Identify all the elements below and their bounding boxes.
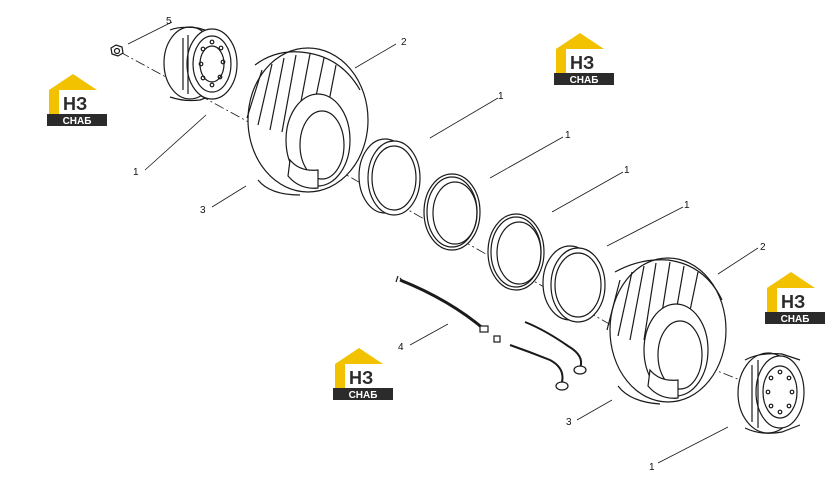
brand-logo-watermark: НЗ СНАБ	[45, 68, 109, 128]
callout-1-ring-c: 1	[624, 165, 630, 176]
svg-text:НЗ: НЗ	[781, 292, 805, 312]
svg-text:НЗ: НЗ	[570, 53, 594, 73]
brand-logo-watermark: НЗ СНАБ	[552, 27, 616, 87]
ring-3	[487, 213, 545, 291]
brand-logo-watermark: НЗ СНАБ	[331, 342, 395, 402]
svg-text:НЗ: НЗ	[349, 368, 373, 388]
rim-upper-left	[163, 26, 238, 102]
nut-part	[110, 44, 124, 57]
leader-lines	[127, 21, 759, 464]
tire-upper	[246, 47, 369, 196]
svg-text:СНАБ: СНАБ	[781, 314, 810, 325]
rim-lower-right	[737, 352, 805, 434]
brand-logo-watermark: НЗ СНАБ	[763, 266, 827, 326]
ring-4	[542, 245, 606, 323]
callout-1-ring-b: 1	[565, 130, 571, 141]
callout-5: 5	[166, 16, 172, 27]
callout-2-lower: 2	[760, 242, 766, 253]
callout-1-ring-d: 1	[684, 200, 690, 211]
svg-text:СНАБ: СНАБ	[63, 116, 92, 127]
callout-3-lower: 3	[566, 417, 572, 428]
callout-1-rim-upper: 1	[133, 167, 139, 178]
callout-1-ring-a: 1	[498, 91, 504, 102]
svg-text:СНАБ: СНАБ	[570, 75, 599, 86]
ring-2	[423, 173, 481, 251]
svg-text:СНАБ: СНАБ	[349, 390, 378, 401]
callout-2-upper: 2	[401, 37, 407, 48]
callout-4: 4	[398, 342, 404, 353]
ring-1	[358, 138, 421, 216]
inflation-hose	[395, 275, 587, 391]
callout-1-rim-lower: 1	[649, 462, 655, 473]
svg-text:НЗ: НЗ	[63, 94, 87, 114]
tire-lower	[606, 257, 727, 405]
callout-3-upper: 3	[200, 205, 206, 216]
